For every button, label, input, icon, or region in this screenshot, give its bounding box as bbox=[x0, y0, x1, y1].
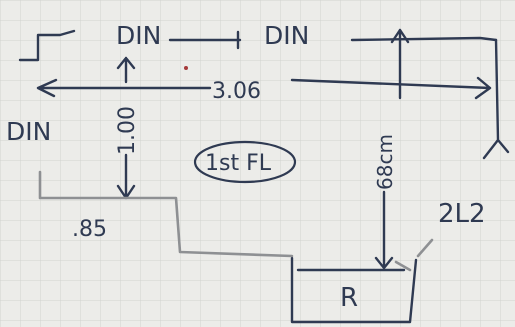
corner-bracket bbox=[18, 29, 76, 62]
label-bottom: .85 bbox=[72, 217, 107, 242]
label-din-top-right: DIN bbox=[264, 21, 309, 50]
right-connector bbox=[394, 238, 434, 272]
label-reservoir: R bbox=[340, 283, 358, 313]
label-drop: 1.00 bbox=[115, 106, 140, 155]
pencil-mark bbox=[184, 66, 188, 70]
right-down-pipe bbox=[482, 38, 510, 160]
label-right: 2L2 bbox=[438, 199, 486, 229]
label-din-left: DIN bbox=[6, 117, 51, 146]
middle-vertical-arrow bbox=[374, 28, 410, 270]
label-floor: 1st FL bbox=[205, 151, 272, 176]
reservoir-tank bbox=[290, 256, 418, 324]
top-pipe-segment bbox=[168, 30, 242, 50]
dimension-line-left-arrow bbox=[36, 78, 212, 98]
label-middle: 68cm bbox=[373, 134, 397, 190]
drop-arrow bbox=[116, 56, 136, 200]
label-din-top-left: DIN bbox=[116, 21, 161, 50]
dimension-line-right bbox=[290, 76, 492, 100]
floor-label-loop bbox=[193, 140, 297, 184]
lower-pipe-route bbox=[38, 170, 294, 258]
label-length: 3.06 bbox=[212, 79, 261, 104]
